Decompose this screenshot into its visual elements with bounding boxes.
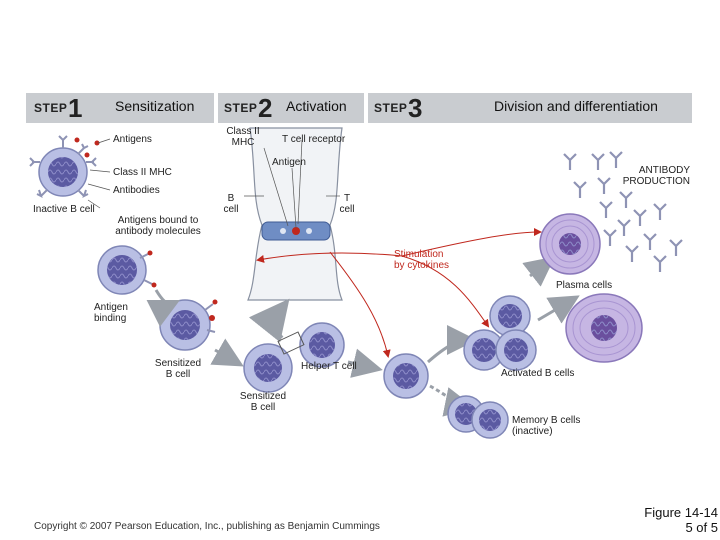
antigen-dot [84, 152, 90, 158]
label-antigens-bound: Antigens bound to antibody molecules [115, 215, 201, 237]
b-cell-antigen-binding [97, 245, 157, 295]
plasma-cell-lower [565, 293, 643, 363]
activated-b-cell [383, 353, 429, 399]
sensitized-b-cell-1 [159, 299, 218, 351]
step2-number: 2 [258, 93, 273, 123]
label-inactive-b-cell: Inactive B cell [33, 204, 95, 215]
cytokine-arrows [256, 228, 542, 358]
antigen-dot [94, 140, 100, 146]
inactive-b-cell [29, 135, 97, 198]
step1-number: 1 [68, 93, 83, 123]
label-stimulation: Stimulation by cytokines [394, 249, 450, 271]
flow-arrow [347, 348, 383, 378]
label-t-cell-receptor: T cell receptor [282, 134, 346, 145]
label-class2-mhc-top: Class II MHC [226, 126, 260, 148]
step3-number: 3 [408, 93, 423, 123]
step1-title: Sensitization [115, 98, 195, 114]
plasma-cell-upper [539, 213, 601, 275]
label-t-cell: T cell [339, 193, 355, 215]
flow-arrow [210, 338, 244, 367]
step1-leader-lines [87, 138, 111, 209]
label-plasma-cells: Plasma cells [556, 280, 613, 291]
antibody-molecules [563, 151, 683, 272]
flow-arrow [522, 256, 556, 287]
copyright-notice: Copyright © 2007 Pearson Education, Inc.… [34, 521, 380, 532]
antigen-dot [74, 137, 80, 143]
step1-word: STEP [34, 101, 68, 115]
label-sensitized-b-cell-1: Sensitized B cell [154, 358, 202, 380]
step3-word: STEP [374, 101, 408, 115]
step3-band [368, 93, 692, 123]
label-antigens: Antigens [113, 134, 152, 145]
activated-b-cells-cluster [463, 295, 537, 371]
label-b-cell: B cell [223, 193, 239, 215]
sensitized-b-cell-helper-t-pair [243, 322, 345, 393]
label-antibody-production: ANTIBODY PRODUCTION [622, 165, 690, 187]
step2-band [218, 93, 364, 123]
step2-leader-lines [244, 139, 340, 229]
label-activated-b-cells: Activated B cells [501, 368, 575, 379]
label-antibodies: Antibodies [113, 185, 160, 196]
memory-b-cells [447, 395, 509, 439]
flow-arrow [146, 289, 181, 327]
label-antigen: Antigen [272, 157, 306, 168]
label-helper-t-cell: Helper T cell [301, 361, 357, 372]
label-memory-b-cells: Memory B cells (inactive) [512, 415, 581, 437]
label-sensitized-b-cell-2: Sensitized B cell [239, 391, 287, 413]
label-antigen-binding: Antigen binding [94, 302, 128, 324]
step2-title: Activation [286, 98, 347, 114]
zoom-arrow [248, 298, 290, 343]
flow-arrow [537, 295, 580, 324]
figure-caption: Figure 14-14 5 of 5 [644, 505, 718, 535]
step1-band [26, 93, 214, 123]
flow-arrow [427, 325, 477, 364]
step2-word: STEP [224, 101, 258, 115]
label-class2-mhc: Class II MHC [113, 167, 172, 178]
step3-title: Division and differentiation [494, 98, 658, 114]
